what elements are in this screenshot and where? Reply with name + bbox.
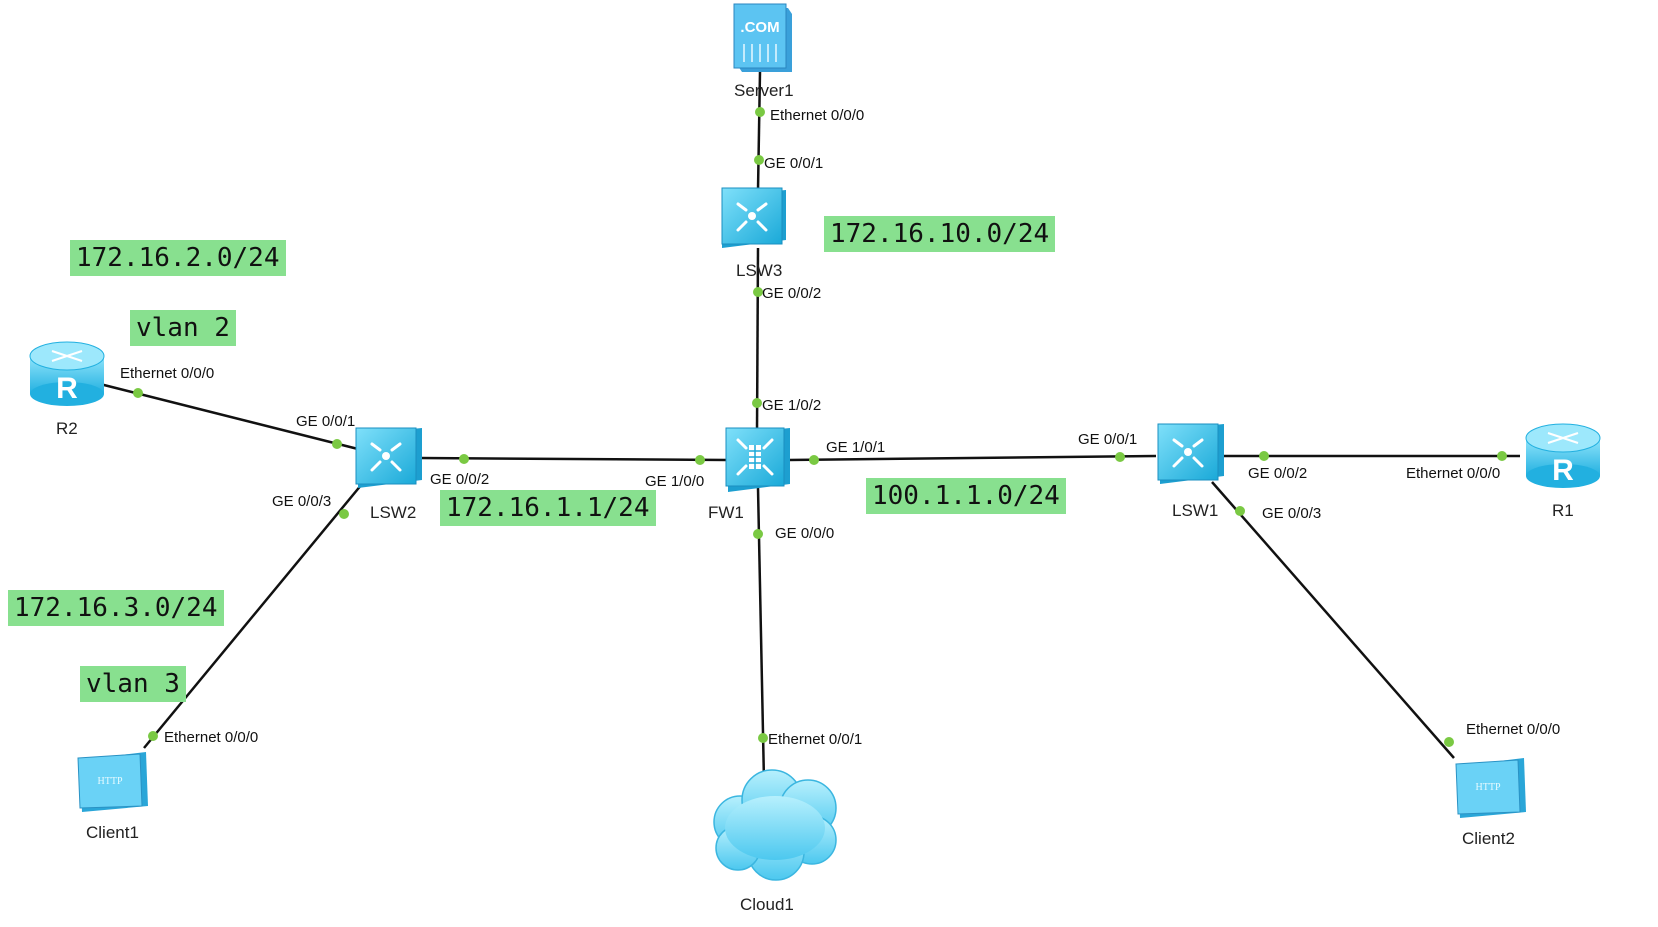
port-label-lsw2-ge003: GE 0/0/3 [272, 493, 331, 510]
cloud1-cloud-icon[interactable] [713, 769, 837, 881]
port-label-lsw2-ge001: GE 0/0/1 [296, 413, 355, 430]
port-label-lsw3-ge001: GE 0/0/1 [764, 155, 823, 172]
port-label-lsw1-ge001: GE 0/0/1 [1078, 431, 1137, 448]
port-dot [1115, 452, 1125, 462]
server1-label: Server1 [734, 81, 794, 100]
port-dot [758, 733, 768, 743]
port-dots [133, 107, 1507, 747]
cloud1-label: Cloud1 [740, 895, 794, 914]
link-lsw2-client1 [143, 483, 363, 749]
port-label-client1-eth: Ethernet 0/0/0 [164, 729, 258, 746]
client1-client-icon[interactable]: HTTP [77, 752, 148, 812]
link-server1-lsw3 [756, 71, 762, 191]
port-dot [1259, 451, 1269, 461]
port-label-lsw1-ge002: GE 0/0/2 [1248, 465, 1307, 482]
port-dot [1444, 737, 1454, 747]
lsw2-label: LSW2 [370, 503, 416, 522]
device-labels: Server1 LSW3 FW1 LSW2 LSW1 R2 R1 Client1… [56, 81, 1574, 914]
port-label-cloud1-eth: Ethernet 0/0/1 [768, 731, 862, 748]
port-dot [755, 107, 765, 117]
port-dot [459, 454, 469, 464]
port-label-fw1-ge101: GE 1/0/1 [826, 439, 885, 456]
port-dot [752, 398, 762, 408]
client2-label: Client2 [1462, 829, 1515, 848]
link-lsw2-fw1 [419, 456, 729, 462]
port-label-fw1-ge100: GE 1/0/0 [645, 473, 704, 490]
r2-router-icon[interactable]: R [29, 341, 105, 406]
lsw3-switch-icon[interactable] [721, 187, 786, 248]
port-label-lsw1-ge003: GE 0/0/3 [1262, 505, 1321, 522]
port-label-r2-eth: Ethernet 0/0/0 [120, 365, 214, 382]
port-dot [133, 388, 143, 398]
r2-badge: R [56, 372, 78, 405]
port-dot [809, 455, 819, 465]
vlan-note-2: vlan 2 [130, 310, 236, 346]
server1-icon[interactable]: .COM [733, 3, 792, 72]
r1-router-icon[interactable]: R [1525, 423, 1601, 488]
subnet-note-172-16-2: 172.16.2.0/24 [70, 240, 286, 276]
fw1-label: FW1 [708, 503, 744, 522]
port-dot [332, 439, 342, 449]
port-dot [1235, 506, 1245, 516]
lsw3-label: LSW3 [736, 261, 782, 280]
port-dot [695, 455, 705, 465]
subnet-note-172-16-1: 172.16.1.1/24 [440, 490, 656, 526]
subnet-note-172-16-10: 172.16.10.0/24 [824, 216, 1056, 252]
client1-badge: HTTP [98, 776, 123, 787]
link-fw1-lsw1 [787, 454, 1157, 462]
port-label-fw1-ge102: GE 1/0/2 [762, 397, 821, 414]
port-labels: Ethernet 0/0/0 GE 0/0/1 GE 0/0/2 GE 1/0/… [120, 107, 1560, 748]
port-label-lsw3-ge002: GE 0/0/2 [762, 285, 821, 302]
port-dot [754, 155, 764, 165]
client2-badge: HTTP [1476, 782, 1501, 793]
link-lsw1-client2 [1211, 481, 1455, 759]
r1-label: R1 [1552, 501, 1574, 520]
client2-client-icon[interactable]: HTTP [1455, 758, 1526, 818]
lsw1-label: LSW1 [1172, 501, 1218, 520]
port-dot [753, 529, 763, 539]
port-label-client2-eth: Ethernet 0/0/0 [1466, 721, 1560, 738]
port-label-server1-eth: Ethernet 0/0/0 [770, 107, 864, 124]
port-dot [148, 731, 158, 741]
subnet-note-100-1-1: 100.1.1.0/24 [866, 478, 1066, 514]
fw1-firewall-icon[interactable] [725, 427, 790, 492]
link-r2-lsw2 [99, 382, 363, 452]
port-label-fw1-ge000: GE 0/0/0 [775, 525, 834, 542]
server1-badge: .COM [740, 19, 779, 36]
port-dot [753, 287, 763, 297]
client1-label: Client1 [86, 823, 139, 842]
r1-badge: R [1552, 454, 1574, 487]
port-dot [339, 509, 349, 519]
subnet-note-172-16-3: 172.16.3.0/24 [8, 590, 224, 626]
r2-label: R2 [56, 419, 78, 438]
port-label-r1-eth: Ethernet 0/0/0 [1406, 465, 1500, 482]
port-label-lsw2-ge002: GE 0/0/2 [430, 471, 489, 488]
vlan-note-3: vlan 3 [80, 666, 186, 702]
lsw1-switch-icon[interactable] [1157, 423, 1224, 484]
lsw2-switch-icon[interactable] [355, 427, 422, 488]
port-dot [1497, 451, 1507, 461]
